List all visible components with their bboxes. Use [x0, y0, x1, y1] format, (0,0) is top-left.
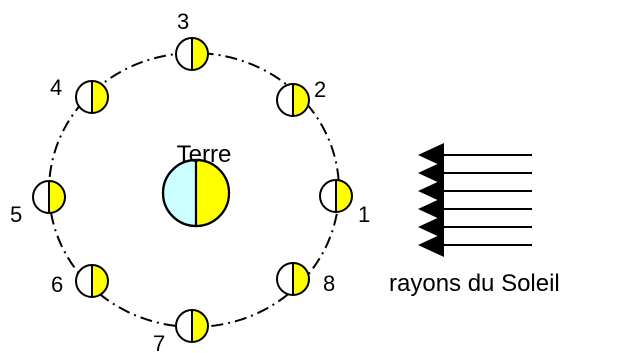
moon-5-label: 5 — [10, 202, 22, 227]
moon-4: 4 — [50, 75, 109, 114]
moon-7: 7 — [153, 309, 209, 353]
moon-1: 1 — [319, 179, 370, 227]
moon-3: 3 — [175, 9, 209, 71]
sun-rays-label: rayons du Soleil — [389, 270, 560, 297]
moon-7-label: 7 — [153, 331, 165, 353]
sun-ray-arrowhead — [418, 161, 444, 185]
sun-ray-arrowhead — [418, 179, 444, 203]
earth-label: Terre — [177, 141, 232, 168]
moon-8: 8 — [276, 262, 335, 296]
moon-1-label: 1 — [358, 202, 370, 227]
sun-rays — [418, 143, 532, 257]
sun-ray-arrowhead — [418, 215, 444, 239]
moon-6-label: 6 — [51, 272, 63, 297]
sun-ray-arrowhead — [418, 197, 444, 221]
moon-3-label: 3 — [177, 9, 189, 34]
sun-ray-arrowhead — [418, 233, 444, 257]
moon-2-label: 2 — [314, 77, 326, 102]
earth: Terre — [161, 141, 232, 228]
sun-ray-arrowhead — [418, 143, 444, 167]
moon-4-label: 4 — [50, 75, 62, 100]
moon-2: 2 — [276, 77, 326, 117]
moon-8-label: 8 — [323, 271, 335, 296]
moon-6: 6 — [51, 264, 109, 298]
moon-5: 5 — [10, 180, 66, 227]
